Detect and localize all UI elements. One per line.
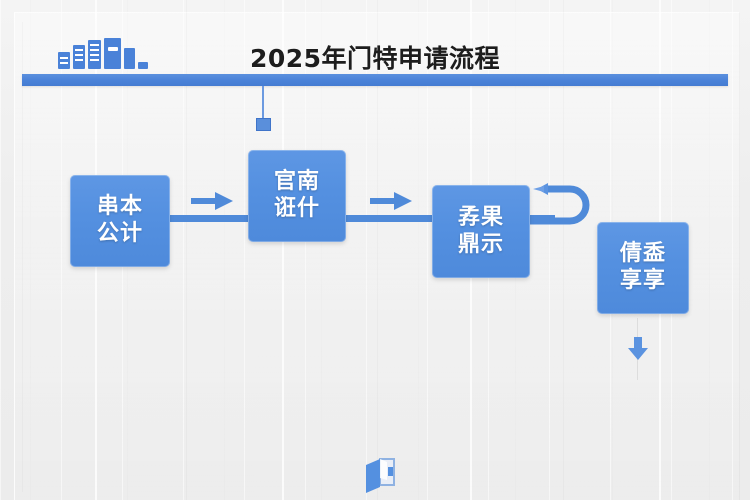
chevron-right-icon <box>369 186 413 216</box>
chevron-right-icon <box>190 186 234 216</box>
flow-box-4-line1: 倩盉 <box>619 241 666 267</box>
flow-box-4[interactable]: 倩盉 享享 <box>597 222 689 314</box>
flow-box-1-line2: 公计 <box>96 221 143 246</box>
chevron-down-icon <box>627 337 649 361</box>
curved-return-arrow-icon <box>524 180 604 232</box>
flow-box-2-line1: 官南 <box>273 169 320 195</box>
bar-chart-buildings-icon <box>56 38 156 70</box>
header-accent-bar <box>22 74 728 86</box>
flow-box-3[interactable]: 孨果 鼎示 <box>432 185 530 278</box>
flow-box-3-line1: 孨果 <box>457 204 504 230</box>
flow-box-2-line2: 诳什 <box>273 196 320 221</box>
drop-node-marker <box>256 118 271 131</box>
flow-box-1-line1: 串本 <box>96 194 143 220</box>
flow-box-2[interactable]: 官南 诳什 <box>248 150 346 242</box>
page-title: 2025年门特申请流程 <box>249 44 501 73</box>
flow-spine-line <box>165 215 555 222</box>
flow-box-3-line2: 鼎示 <box>457 231 504 257</box>
drop-line-connector <box>262 86 264 119</box>
flow-box-1[interactable]: 串本 公计 <box>70 175 170 267</box>
book-icon <box>360 453 398 493</box>
flow-box-4-line2: 享享 <box>619 268 666 293</box>
